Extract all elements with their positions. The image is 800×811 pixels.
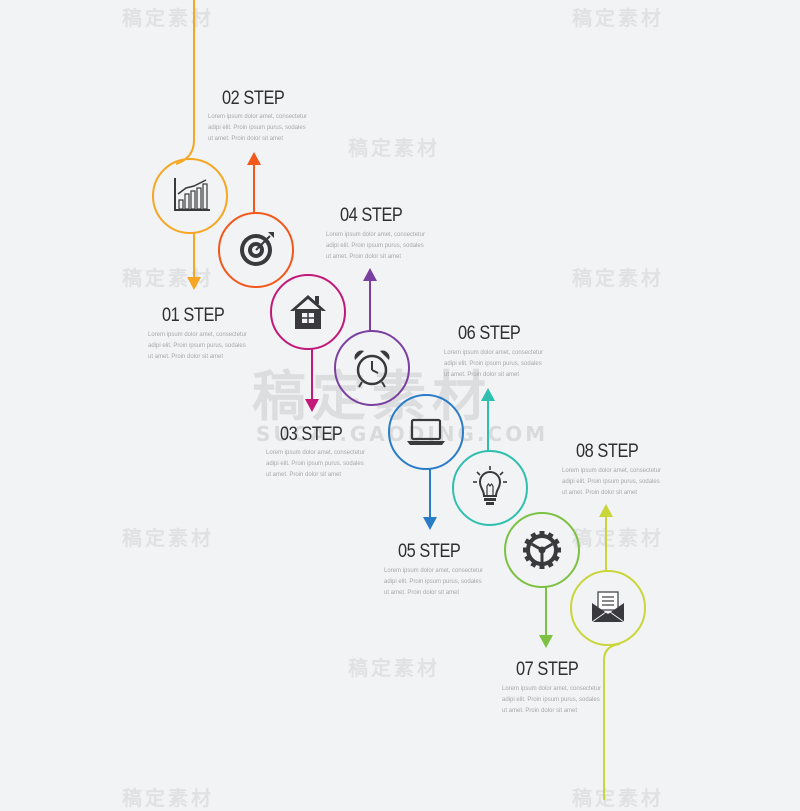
step-description-7: Lorem ipsum dolor amet, consectetur adip… — [502, 686, 602, 714]
step-circle-1 — [152, 158, 228, 234]
watermark-text: 稿定素材 — [348, 136, 440, 160]
lightbulb-icon — [473, 466, 507, 505]
step-arrows — [187, 152, 613, 648]
step-arrow-4 — [363, 268, 377, 331]
house-icon — [290, 295, 326, 329]
step-arrow-3 — [305, 349, 319, 412]
step-arrow-7 — [539, 587, 553, 648]
step-title-5: 05 STEP — [398, 541, 461, 562]
step-title-7: 07 STEP — [516, 659, 579, 680]
laptop-icon — [407, 418, 445, 445]
step-arrow-6 — [481, 388, 495, 451]
step-arrow-1 — [187, 233, 201, 290]
step-arrow-2 — [247, 152, 261, 213]
entry-line — [175, 0, 195, 165]
step-description-8: Lorem ipsum dolor amet, consectetur adip… — [562, 468, 662, 496]
step-title-4: 04 STEP — [340, 205, 403, 226]
step-circle-5 — [388, 394, 464, 470]
step-arrow-5 — [423, 469, 437, 530]
watermark-url: SUCAI.GAODING.COM — [256, 422, 549, 446]
target-icon — [240, 232, 274, 266]
step-circle-4 — [334, 330, 410, 406]
step-title-2: 02 STEP — [222, 88, 285, 109]
step-title-1: 01 STEP — [162, 305, 225, 326]
watermark-text: 稿定素材 — [122, 526, 214, 550]
alarm-clock-icon — [354, 350, 390, 388]
step-circle-3 — [270, 274, 346, 350]
step-circle-6 — [452, 450, 528, 526]
step-description-4: Lorem ipsum dolor amet, consectetur adip… — [326, 232, 426, 260]
watermark-text: 稿定素材 — [122, 6, 214, 30]
step-icons — [174, 178, 625, 623]
watermark-large-text: 稿定素材 — [252, 365, 492, 428]
step-description-3: Lorem ipsum dolor amet, consectetur adip… — [266, 450, 366, 478]
step-description-2: Lorem ipsum dolor amet, consectetur adip… — [208, 114, 308, 142]
watermark-text: 稿定素材 — [348, 656, 440, 680]
step-title-6: 06 STEP — [458, 323, 521, 344]
bar-chart-icon — [174, 178, 210, 211]
step-description-5: Lorem ipsum dolor amet, consectetur adip… — [384, 568, 484, 596]
gear-icon — [523, 531, 561, 569]
envelope-icon — [591, 591, 625, 623]
watermark-text: 稿定素材 — [572, 266, 664, 290]
step-circle-7 — [504, 512, 580, 588]
watermark-text: 稿定素材 — [572, 526, 664, 550]
step-circles — [152, 158, 646, 646]
step-description-6: Lorem ipsum dolor amet, consectetur adip… — [444, 350, 544, 378]
step-title-3: 03 STEP — [280, 424, 343, 445]
exit-line — [603, 643, 621, 800]
step-circle-2 — [218, 212, 294, 288]
step-circle-8 — [570, 570, 646, 646]
step-arrow-8 — [599, 504, 613, 571]
step-description-1: Lorem ipsum dolor amet, consectetur adip… — [148, 332, 248, 360]
step-title-8: 08 STEP — [576, 441, 639, 462]
watermark-text: 稿定素材 — [572, 6, 664, 30]
